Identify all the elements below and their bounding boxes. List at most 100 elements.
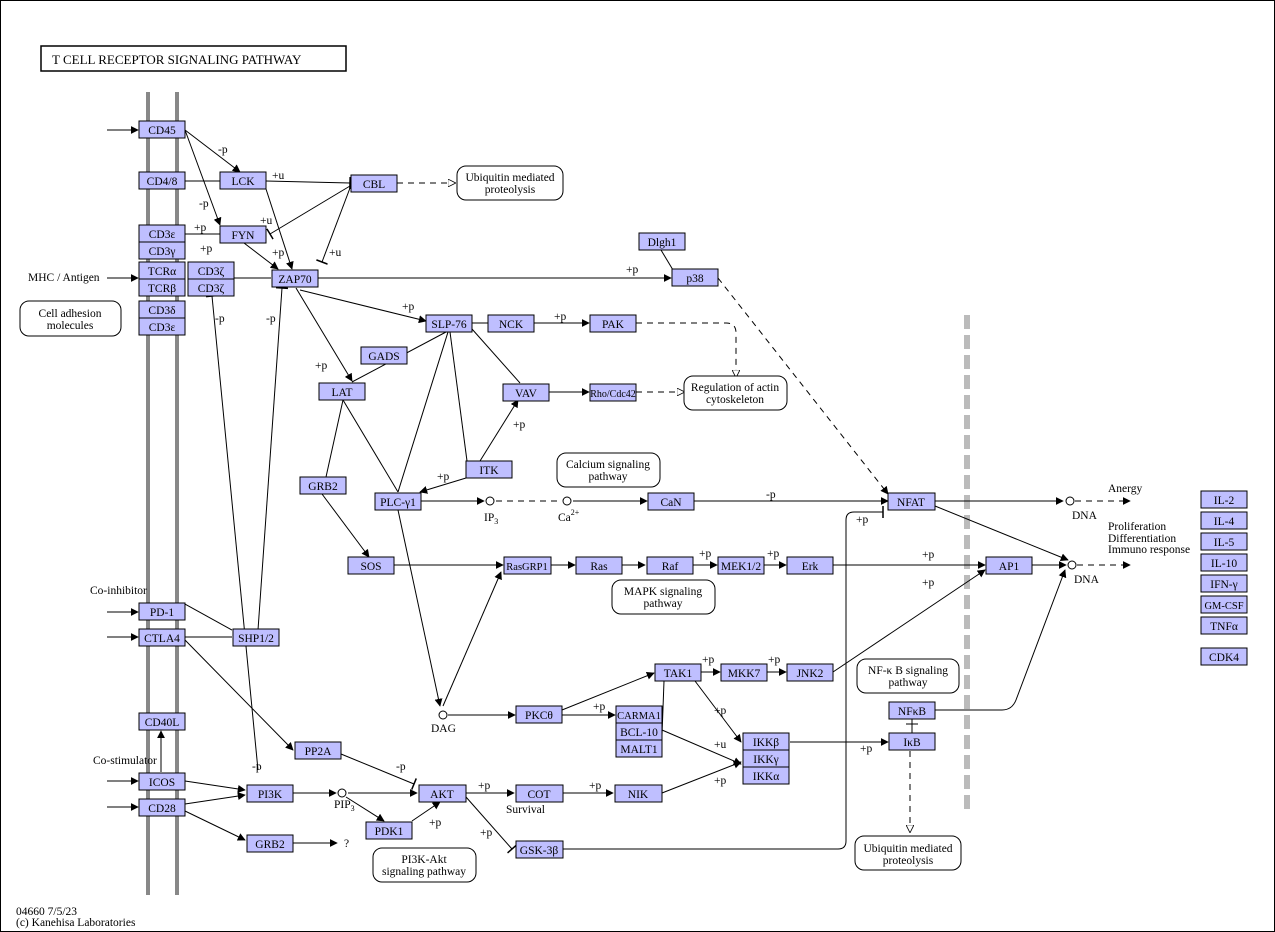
gene-lck[interactable]: LCK	[219, 171, 267, 190]
gene-ikkb[interactable]: IKKβ	[742, 732, 790, 751]
gene-cd45[interactable]: CD45	[138, 120, 186, 139]
gene-cd3e[interactable]: CD3ε	[138, 224, 186, 243]
gene-dlgh1[interactable]: Dlgh1	[638, 232, 686, 251]
gene-ifng[interactable]: IFN-γ	[1200, 574, 1248, 593]
gene-zap70[interactable]: ZAP70	[271, 269, 319, 288]
gene-cbl[interactable]: CBL	[350, 174, 398, 193]
gene-raf[interactable]: Raf	[646, 556, 694, 575]
gene-ikb[interactable]: IκB	[888, 732, 936, 751]
gene-il4[interactable]: IL-4	[1200, 511, 1248, 530]
footer-code-date: 04660 7/5/23	[16, 906, 77, 918]
gene-ras[interactable]: Ras	[575, 556, 623, 575]
gene-gmcsf[interactable]: GM-CSF	[1200, 595, 1248, 614]
gene-icos[interactable]: ICOS	[138, 772, 186, 791]
gene-il5[interactable]: IL-5	[1200, 532, 1248, 551]
edge-label: +p	[200, 243, 212, 255]
edge-label: +p	[922, 577, 934, 589]
gene-cd3g[interactable]: CD3γ	[138, 241, 186, 260]
gene-cd3z-2[interactable]: CD3ζ	[187, 278, 235, 297]
svg-text:COT: COT	[528, 789, 551, 801]
svg-text:CARMA1: CARMA1	[617, 711, 661, 722]
gene-p38[interactable]: p38	[671, 268, 719, 287]
gene-fyn[interactable]: FYN	[219, 225, 267, 244]
gene-il2[interactable]: IL-2	[1200, 490, 1248, 509]
edge-label: +p	[767, 548, 779, 560]
svg-text:pathway: pathway	[889, 677, 928, 689]
gene-shp12[interactable]: SHP1/2	[232, 628, 280, 647]
gene-rho-cdc42[interactable]: Rho/Cdc42	[589, 383, 637, 402]
gene-pdk1[interactable]: PDK1	[365, 821, 413, 840]
edge-labels: -p +u -p +u +p +p +p +u -p -p +p +p +p +…	[194, 144, 934, 839]
label-dag: DAG	[431, 723, 456, 735]
gene-slp76[interactable]: SLP-76	[425, 314, 473, 333]
gene-akt[interactable]: AKT	[418, 784, 467, 803]
svg-text:IFN-γ: IFN-γ	[1210, 579, 1237, 591]
svg-text:CD28: CD28	[148, 803, 176, 815]
gene-erk[interactable]: Erk	[786, 556, 834, 575]
gene-tcra[interactable]: TCRα	[138, 261, 186, 280]
svg-text:Dlgh1: Dlgh1	[648, 237, 677, 249]
gene-pd1[interactable]: PD-1	[138, 602, 186, 621]
gene-sos[interactable]: SOS	[347, 556, 395, 575]
gene-ctla4[interactable]: CTLA4	[138, 628, 186, 647]
gene-pi3k[interactable]: PI3K	[246, 784, 294, 803]
gene-cdk4[interactable]: CDK4	[1200, 647, 1248, 666]
gene-cd40l[interactable]: CD40L	[138, 712, 186, 731]
svg-text:Rho/Cdc42: Rho/Cdc42	[590, 389, 636, 400]
gene-nfkb[interactable]: NFκB	[888, 701, 936, 720]
edge-label: -p	[199, 198, 209, 210]
gene-cd48[interactable]: CD4/8	[138, 171, 186, 190]
gene-gads[interactable]: GADS	[360, 346, 408, 365]
gene-cd3e-2[interactable]: CD3ε	[138, 317, 186, 336]
gene-grb2-b[interactable]: GRB2	[246, 834, 294, 853]
gene-lat[interactable]: LAT	[318, 382, 366, 401]
gene-cd28[interactable]: CD28	[138, 798, 186, 817]
gene-grb2-a[interactable]: GRB2	[299, 476, 347, 495]
gene-pkct[interactable]: PKCθ	[515, 705, 563, 724]
label-coinhibitor: Co-inhibitor	[90, 585, 147, 597]
gene-malt1[interactable]: MALT1	[615, 739, 663, 758]
svg-text:GADS: GADS	[368, 351, 399, 363]
gene-plcg1[interactable]: PLC-γ1	[374, 492, 422, 511]
gene-nfat[interactable]: NFAT	[887, 492, 936, 511]
gene-itk[interactable]: ITK	[465, 460, 513, 479]
gene-pp2a[interactable]: PP2A	[294, 741, 342, 760]
gene-ikkg[interactable]: IKKγ	[742, 749, 790, 768]
gene-cot[interactable]: COT	[515, 784, 564, 803]
gene-vav[interactable]: VAV	[502, 383, 550, 402]
gene-nck[interactable]: NCK	[487, 314, 535, 333]
svg-text:IL-4: IL-4	[1214, 516, 1235, 528]
gene-tnfa[interactable]: TNFα	[1200, 616, 1248, 635]
gene-cd3d[interactable]: CD3δ	[138, 300, 186, 319]
svg-text:PDK1: PDK1	[375, 826, 404, 838]
gene-tak1[interactable]: TAK1	[654, 663, 702, 682]
svg-text:TCRα: TCRα	[148, 266, 176, 278]
svg-text:cytoskeleton: cytoskeleton	[706, 394, 764, 406]
gene-ap1[interactable]: AP1	[985, 556, 1033, 575]
gene-il10[interactable]: IL-10	[1200, 553, 1248, 572]
gene-ikka[interactable]: IKKα	[742, 766, 790, 785]
gene-jnk2[interactable]: JNK2	[786, 663, 834, 682]
gene-carma1[interactable]: CARMA1	[615, 705, 663, 724]
gene-mkk7[interactable]: MKK7	[720, 663, 768, 682]
svg-text:Ubiquitin mediated: Ubiquitin mediated	[863, 843, 952, 855]
gene-cd3z-1[interactable]: CD3ζ	[187, 261, 235, 280]
label-dna-1: DNA	[1072, 510, 1098, 522]
gene-nik[interactable]: NIK	[614, 784, 663, 803]
gene-mek12[interactable]: MEK1/2	[717, 556, 765, 575]
gene-can[interactable]: CaN	[647, 492, 695, 511]
gene-bcl10[interactable]: BCL-10	[615, 722, 663, 741]
gene-rasgrp1[interactable]: RasGRP1	[503, 556, 552, 575]
gene-pak[interactable]: PAK	[589, 314, 637, 333]
gene-gsk3b[interactable]: GSK-3β	[515, 840, 564, 859]
gene-tcrb[interactable]: TCRβ	[138, 278, 186, 297]
svg-text:ITK: ITK	[479, 465, 499, 477]
